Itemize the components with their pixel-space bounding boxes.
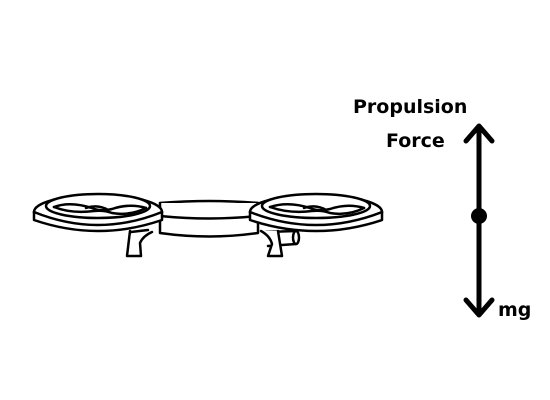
propulsion-force-label-line2: Force	[386, 130, 445, 152]
force-vectors	[463, 123, 495, 318]
weight-label: mg	[498, 299, 532, 321]
drone-left-landing-leg	[125, 228, 154, 258]
drone-right-landing-leg	[259, 229, 284, 258]
weight-arrowhead	[463, 297, 495, 318]
drone-left-rotor	[32, 192, 164, 233]
propulsion-force-arrowhead	[463, 123, 495, 144]
propulsion-force-label-line1: Propulsion	[353, 96, 468, 118]
drone-icon	[32, 192, 384, 258]
center-of-mass-dot-icon	[471, 208, 487, 224]
drone-right-rotor	[248, 192, 384, 233]
drone-body	[158, 199, 260, 238]
